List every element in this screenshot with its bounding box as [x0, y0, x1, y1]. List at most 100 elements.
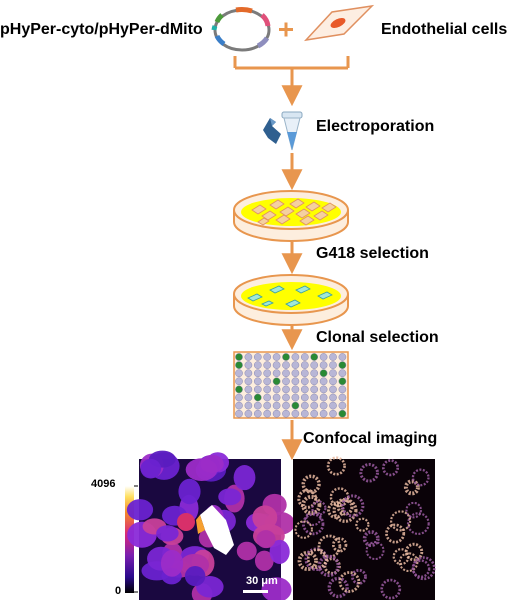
mito-ring — [365, 541, 385, 561]
confocal-image-cyto — [126, 450, 295, 600]
well — [310, 377, 319, 386]
well — [329, 401, 337, 410]
mito-ring — [301, 474, 321, 494]
well — [310, 361, 319, 369]
well — [253, 385, 262, 394]
well — [244, 361, 253, 369]
well — [291, 361, 300, 369]
well — [300, 409, 309, 418]
scale-bar — [243, 590, 268, 593]
cell-nucleus — [254, 550, 274, 571]
mito-ring — [341, 494, 365, 518]
mito-ring — [390, 510, 412, 532]
merge-bracket — [233, 56, 350, 107]
culture-dish-clonal — [233, 274, 349, 326]
mito-ring — [355, 517, 370, 532]
well — [300, 393, 309, 402]
well — [253, 377, 262, 386]
well — [253, 353, 262, 361]
step-clonal-selection: Clonal selection — [316, 329, 439, 346]
plasmid-icon — [211, 7, 271, 52]
mito-ring — [317, 534, 342, 559]
cell-nucleus — [256, 530, 276, 549]
well — [272, 361, 281, 369]
well — [291, 369, 300, 378]
well — [282, 393, 290, 402]
well — [244, 369, 253, 378]
well — [291, 401, 300, 410]
mito-ring — [398, 552, 419, 573]
mito-ring — [338, 571, 361, 593]
well — [282, 385, 290, 394]
well — [253, 369, 262, 378]
step-electroporation: Electroporation — [316, 118, 435, 135]
well — [319, 385, 328, 394]
well — [329, 377, 337, 386]
well — [253, 361, 262, 369]
mito-ring — [411, 468, 430, 487]
well — [272, 369, 281, 378]
well — [291, 385, 300, 394]
plasmid-label: pHyPer-cyto/pHyPer-dMito — [0, 21, 203, 38]
cell-nucleus — [252, 505, 278, 530]
well — [235, 353, 243, 361]
well — [338, 353, 347, 361]
well — [310, 353, 319, 361]
well — [263, 377, 272, 386]
culture-dish-g418 — [233, 190, 349, 242]
well — [244, 393, 253, 402]
well — [291, 409, 300, 418]
well — [338, 385, 347, 394]
mito-ring — [350, 568, 367, 585]
well — [282, 353, 290, 361]
well — [300, 401, 309, 410]
well — [291, 377, 300, 386]
bright-cell-edge — [196, 515, 205, 534]
plus-sign — [279, 22, 293, 37]
mito-ring — [317, 554, 340, 578]
well — [272, 385, 281, 394]
cell-nucleus — [200, 454, 224, 474]
well — [338, 377, 347, 386]
96-well-plate — [233, 351, 349, 419]
well — [338, 369, 347, 378]
well — [300, 369, 309, 378]
well — [310, 401, 319, 410]
step-g418-selection: G418 selection — [316, 245, 429, 262]
mito-ring — [406, 512, 430, 535]
well — [235, 369, 243, 378]
well — [282, 377, 290, 386]
mito-ring — [381, 459, 400, 477]
well — [329, 369, 337, 378]
well — [272, 401, 281, 410]
well — [244, 377, 253, 386]
well — [300, 353, 309, 361]
well — [310, 393, 319, 402]
well — [272, 353, 281, 361]
cell-nucleus — [233, 464, 256, 491]
mito-ring — [326, 456, 346, 476]
well — [338, 361, 347, 369]
cell-nucleus — [160, 549, 184, 577]
well — [263, 369, 272, 378]
mito-ring — [405, 501, 422, 519]
well — [329, 393, 337, 402]
mito-ring — [306, 548, 328, 569]
mito-ring — [403, 479, 420, 496]
cells-label: Endothelial cells — [381, 21, 508, 38]
well — [319, 377, 328, 386]
mito-ring — [327, 501, 345, 519]
well — [300, 361, 309, 369]
well — [282, 401, 290, 410]
well — [329, 353, 337, 361]
mito-ring — [385, 523, 406, 544]
mito-ring — [294, 520, 313, 539]
scale-bar-label: 30 μm — [246, 575, 278, 587]
well — [235, 401, 243, 410]
step-confocal-imaging: Confocal imaging — [303, 430, 438, 447]
cell-nucleus — [156, 525, 179, 542]
well — [319, 401, 328, 410]
well — [235, 385, 243, 394]
well — [244, 353, 253, 361]
